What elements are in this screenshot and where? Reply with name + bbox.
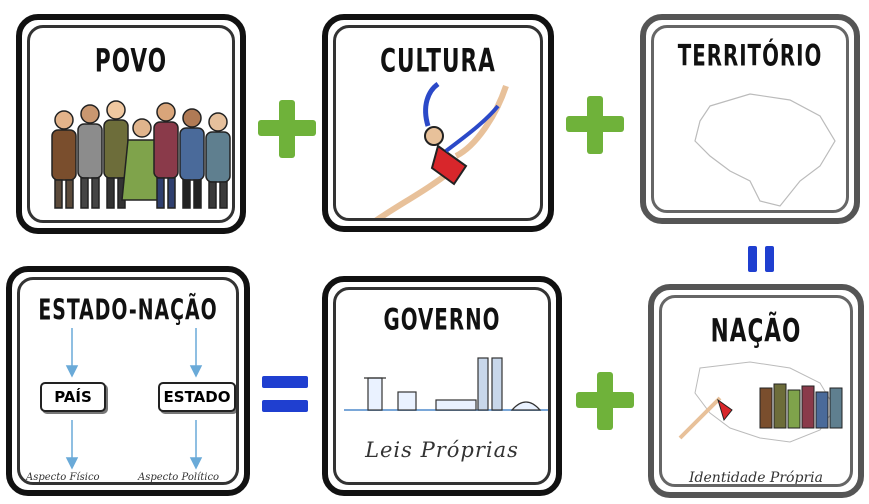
card-nacao: NAÇÃO Identidade Própria <box>648 284 864 498</box>
card-title-territorio: TERRITÓRIO <box>677 40 823 74</box>
pais-box: PAÍS <box>40 382 106 412</box>
person <box>153 102 179 209</box>
nation-illustration <box>678 361 843 443</box>
card-povo: POVO <box>16 14 246 234</box>
estado-box: ESTADO <box>158 382 236 412</box>
person <box>205 112 231 209</box>
dancer-illustration <box>374 81 509 218</box>
card-title-povo: POVO <box>94 42 168 80</box>
person <box>51 110 77 209</box>
person <box>121 118 163 201</box>
plus-sign <box>566 96 624 154</box>
equals-sign <box>262 376 308 414</box>
card-title-estado-nacao: ESTADO-NAÇÃO <box>38 294 218 327</box>
card-title-governo: GOVERNO <box>383 304 501 338</box>
leis-proprias-caption: Leis Próprias <box>365 438 519 462</box>
person <box>179 108 205 209</box>
brazil-map-illustration <box>694 93 836 207</box>
aspecto-politico-caption: Aspecto Político <box>138 472 220 483</box>
card-cultura: CULTURA <box>322 14 554 232</box>
card-title-cultura: CULTURA <box>380 42 496 80</box>
card-governo: GOVERNO Leis Próprias <box>322 276 562 496</box>
plus-sign <box>576 372 634 430</box>
card-territorio: TERRITÓRIO <box>640 14 860 224</box>
arrows <box>65 328 203 470</box>
identidade-propria-caption: Identidade Própria <box>689 470 823 486</box>
card-title-nacao: NAÇÃO <box>710 312 802 350</box>
equals-sign-vertical <box>748 246 776 272</box>
card-estado-nacao: ESTADO-NAÇÃO PAÍS ESTADO Aspecto Físico … <box>6 266 250 496</box>
brasilia-buildings-illustration <box>344 357 548 411</box>
person <box>77 104 103 209</box>
crowd-illustration <box>51 100 231 209</box>
plus-sign <box>258 100 316 158</box>
aspecto-fisico-caption: Aspecto Físico <box>26 472 100 483</box>
